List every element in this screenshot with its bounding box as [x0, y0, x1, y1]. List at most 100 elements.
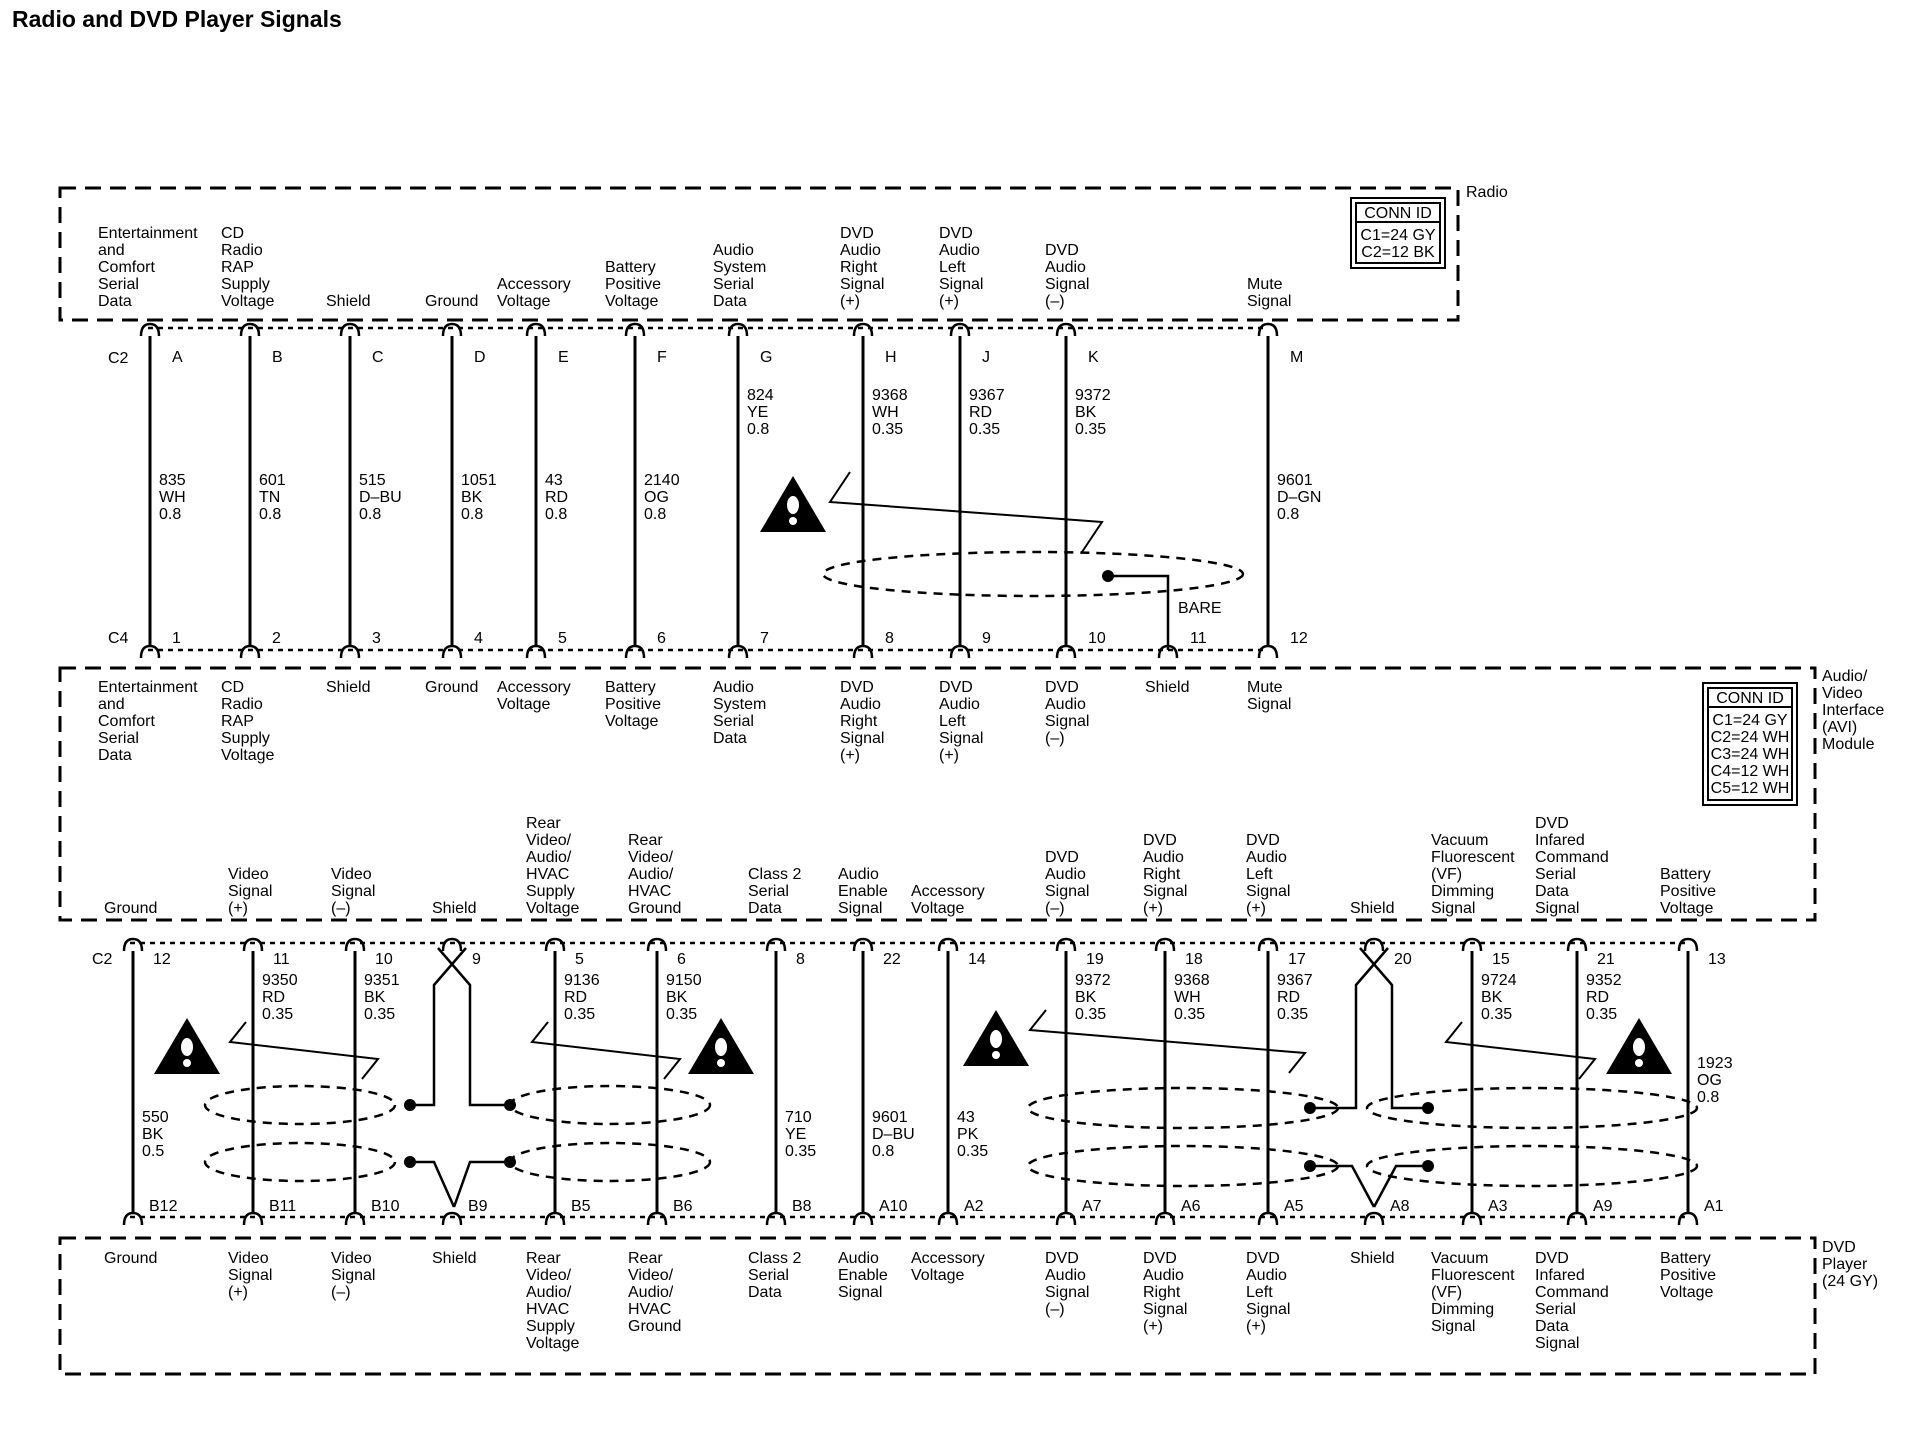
connector-cavity: [242, 937, 264, 952]
avi-pin-number: 12: [153, 951, 171, 968]
avi-pin-label: DVD: [939, 679, 973, 696]
radio-pin-number: K: [1088, 349, 1099, 366]
avi-pin-number: 3: [372, 630, 381, 647]
radio-pin-label: Accessory: [497, 276, 571, 293]
avi-pin-label: Accessory: [497, 679, 571, 696]
avi-pin-label: Ground: [628, 900, 681, 917]
connector-cavity: [1461, 1211, 1483, 1226]
avi-pin-label: and: [98, 696, 125, 713]
avi-pin-number: 20: [1394, 951, 1412, 968]
avi-pin-label: Audio: [1246, 849, 1287, 866]
avi-pin-number: 6: [677, 951, 686, 968]
dvd-pin-label: Serial: [748, 1267, 789, 1284]
radio-pin-label: Signal: [939, 276, 983, 293]
avi-pin-label: Audio/: [628, 866, 674, 883]
dvd-pin-label: Video/: [526, 1267, 572, 1284]
connector-cavity: [525, 644, 547, 659]
wire-label: 9351: [364, 972, 400, 989]
wire-label: BK: [1075, 989, 1097, 1006]
avi-pin-label: RAP: [221, 713, 254, 730]
avi-pin-number: 11: [273, 951, 290, 968]
dvd-pin-label: Signal: [838, 1284, 882, 1301]
connector-cavity: [1154, 1211, 1176, 1226]
avi-pin-label: Command: [1535, 849, 1609, 866]
avi-pin-label: Signal: [1246, 883, 1290, 900]
dvd-pin-label: Serial: [1535, 1301, 1576, 1318]
radio-pin-label: Shield: [326, 293, 370, 310]
radio-pin-label: Radio: [221, 242, 263, 259]
circuits: EntertainmentandComfortSerialDataEnterta…: [98, 225, 1733, 1352]
connector-cavity: [139, 644, 161, 659]
avi-pin-label: Entertainment: [98, 679, 198, 696]
avi-pin-label: Signal: [1143, 883, 1187, 900]
dvd-pin-label: Positive: [1660, 1267, 1716, 1284]
avi-conn-id-header: CONN ID: [1716, 690, 1784, 707]
connector-cavity: [242, 1211, 264, 1226]
avi-pin-label: Audio: [1045, 696, 1086, 713]
avi-pin-label: Voltage: [221, 747, 274, 764]
avi-module-box: [58, 666, 1817, 922]
avi-pin-label: Signal: [838, 900, 882, 917]
radio-pin-label: Battery: [605, 259, 656, 276]
connector-cavity: [1157, 644, 1179, 659]
avi-pin-label: Signal: [331, 883, 375, 900]
avi-pin-label: Radio: [221, 696, 263, 713]
wire-label: 9724: [1481, 972, 1517, 989]
connector-cavity: [1566, 937, 1588, 952]
connector-cavity: [646, 1211, 668, 1226]
radio-pin-label: Voltage: [497, 293, 550, 310]
connector-cavity: [1055, 937, 1077, 952]
avi-pin-number: 7: [760, 630, 769, 647]
connector-cavity: [765, 1211, 787, 1226]
wire-label: 9368: [872, 387, 908, 404]
connector-cavity: [624, 322, 646, 337]
radio-pin-label: and: [98, 242, 125, 259]
avi-pin-label: Signal: [939, 730, 983, 747]
dvd-pin-label: Signal: [228, 1267, 272, 1284]
wire-label: 2140: [644, 472, 680, 489]
dvd-pin-label: Infared: [1535, 1267, 1585, 1284]
wire-label: 0.5: [142, 1143, 164, 1160]
avi-pin-label: Left: [1246, 866, 1273, 883]
avi-pin-number: 17: [1288, 951, 1306, 968]
wire-label: 550: [142, 1109, 169, 1126]
radio-conn-id-line: C1=24 GY: [1360, 227, 1435, 244]
avi-pin-label: Vacuum: [1431, 832, 1489, 849]
wire-label: RD: [1586, 989, 1609, 1006]
avi-pin-number: 14: [968, 951, 986, 968]
avi-pin-number: 15: [1492, 951, 1510, 968]
radio-module-box: [58, 186, 1460, 322]
dvd-pin-label: (VF): [1431, 1284, 1462, 1301]
wire-label: 1051: [461, 472, 497, 489]
radio-pin-number: B: [272, 349, 283, 366]
radio-pin-number: J: [982, 349, 990, 366]
wire-label: BK: [1075, 404, 1097, 421]
avi-pin-label: DVD: [840, 679, 874, 696]
radio-pin-number: D: [474, 349, 486, 366]
dvd-pin-number: A9: [1593, 1198, 1613, 1215]
radio-pin-label: Supply: [221, 276, 270, 293]
connector-cavity: [1566, 1211, 1588, 1226]
avi-pin-number: 5: [558, 630, 567, 647]
avi-pin-label: Voltage: [605, 713, 658, 730]
avi-pin-number: 12: [1290, 630, 1308, 647]
avi-pin-label: Ground: [425, 679, 478, 696]
connector-cavity: [139, 322, 161, 337]
dvd-pin-label: Ground: [628, 1318, 681, 1335]
wire-label: RD: [969, 404, 992, 421]
avi-pin-label: Serial: [748, 883, 789, 900]
dvd-pin-label: Class 2: [748, 1250, 801, 1267]
dvd-pin-label: DVD: [1535, 1250, 1569, 1267]
wire-label: 0.8: [159, 506, 181, 523]
dvd-pin-number: B12: [149, 1198, 178, 1215]
wire-label: WH: [1174, 989, 1201, 1006]
wire-label: PK: [957, 1126, 979, 1143]
wire-label: BK: [666, 989, 688, 1006]
dvd-pin-number: A3: [1488, 1198, 1508, 1215]
avi-conn-id-box: CONN ID C1=24 GY C2=24 WH C3=24 WH C4=12…: [1702, 682, 1798, 806]
avi-pin-label: DVD: [1143, 832, 1177, 849]
connector-cavity: [727, 644, 749, 659]
dvd-player-module-name: DVD Player (24 GY): [1822, 1239, 1878, 1290]
avi-pin-label: Audio: [838, 866, 879, 883]
